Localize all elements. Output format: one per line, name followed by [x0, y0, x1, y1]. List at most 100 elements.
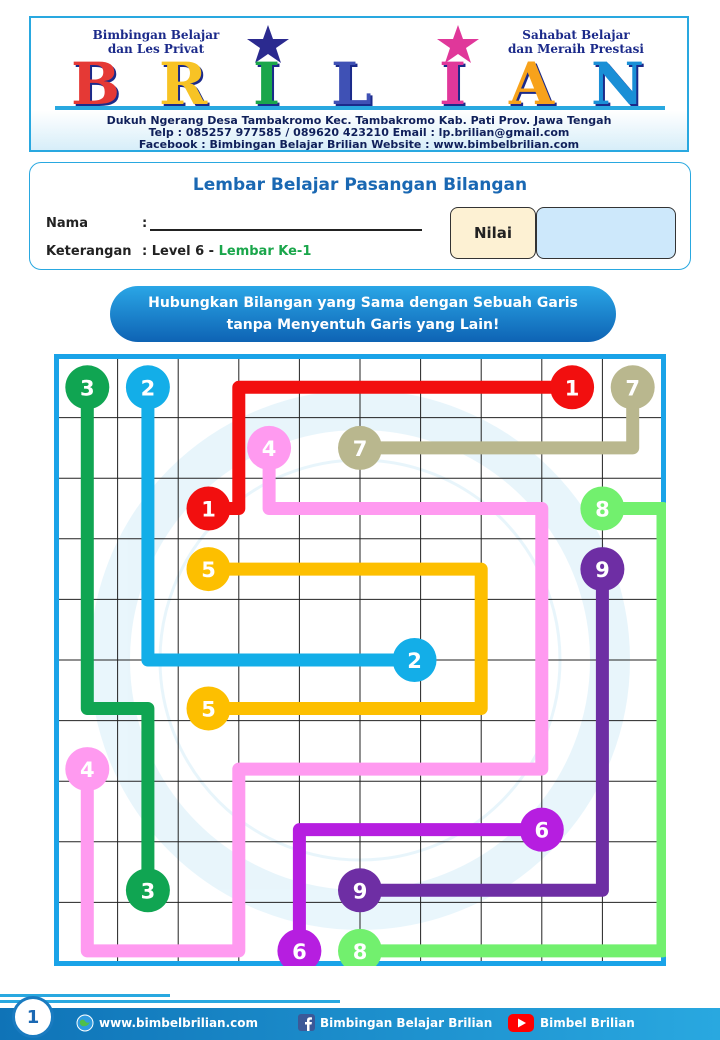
number-node-9[interactable]: 9	[580, 547, 625, 592]
number-node-5[interactable]: 5	[186, 686, 231, 731]
instruction-line1: Hubungkan Bilangan yang Sama dengan Sebu…	[148, 295, 578, 311]
node-number: 6	[292, 940, 307, 964]
node-circle	[277, 928, 322, 966]
brand-letter-a: A	[509, 50, 555, 118]
brand-letter-i2: I	[439, 50, 467, 118]
info-sheet: Lembar Ke-1	[218, 244, 312, 259]
star-icon	[437, 25, 479, 63]
page-title: Lembar Belajar Pasangan Bilangan	[192, 175, 528, 195]
address-text: Dukuh Ngerang Desa Tambakromo Kec. Tamba…	[106, 114, 612, 127]
node-circle	[580, 486, 625, 531]
banner-divider	[55, 106, 665, 110]
node-circle	[338, 425, 382, 470]
number-node-5[interactable]: 5	[186, 547, 231, 592]
number-node-6[interactable]: 6	[277, 928, 322, 966]
path-9	[353, 562, 609, 897]
node-circle	[186, 547, 231, 592]
number-node-8[interactable]: 8	[580, 486, 625, 531]
number-node-6[interactable]: 6	[519, 807, 564, 852]
node-circle	[125, 365, 170, 410]
node-circle	[392, 638, 437, 682]
path-5	[202, 562, 488, 715]
tagline-right: Sahabat Belajar dan Meraih Prestasi	[501, 28, 651, 56]
footer-bar	[0, 1008, 720, 1040]
facebook-icon	[298, 1014, 315, 1031]
tagline-left-line1: Bimbingan Belajar	[92, 28, 220, 42]
contact-text: Telp : 085257 977585 / 089620 423210 Ema…	[148, 126, 570, 139]
path-8	[353, 502, 666, 958]
path-2	[141, 380, 422, 667]
brand-letter-r: R	[159, 50, 208, 118]
node-circle	[186, 686, 231, 731]
node-circle	[186, 486, 231, 531]
brand-letter-l: L	[331, 50, 372, 118]
name-field[interactable]	[150, 229, 422, 231]
node-number: 3	[80, 376, 95, 400]
node-number: 7	[625, 376, 640, 400]
number-node-7[interactable]: 7	[610, 365, 655, 410]
number-nodes: 1 1 2 2 3 3 4 4 5 5 6 6 7 7 8 8 9 9	[65, 365, 655, 966]
instruction-line2: tanpa Menyentuh Garis yang Lain!	[226, 317, 500, 333]
worksheet-info-card: Lembar Belajar Pasangan Bilangan Nama : …	[29, 162, 691, 270]
info-level: : Level 6 -	[142, 244, 219, 259]
node-circle	[519, 807, 564, 852]
node-circle	[125, 868, 170, 913]
node-circle	[580, 547, 625, 592]
path-4	[80, 441, 549, 958]
social-text: Facebook : Bimbingan Belajar Brilian Web…	[138, 138, 580, 151]
footer-facebook-link[interactable]: Bimbingan Belajar Brilian	[320, 1016, 493, 1030]
brand-letter-n: N	[591, 50, 645, 118]
footer-website-link[interactable]: www.bimbelbrilian.com	[99, 1016, 259, 1030]
tagline-left: Bimbingan Belajar dan Les Privat	[81, 28, 231, 56]
score-label: Nilai	[450, 207, 536, 259]
node-number: 4	[262, 437, 277, 461]
footer-youtube-link[interactable]: Bimbel Brilian	[540, 1016, 635, 1030]
brand-letter-b: B	[71, 50, 121, 118]
name-label: Nama	[46, 216, 88, 231]
node-circle	[247, 425, 292, 470]
number-node-1[interactable]: 1	[550, 365, 595, 410]
node-circle	[65, 747, 110, 792]
brand-letter-i: I	[253, 50, 281, 118]
node-number: 9	[353, 879, 368, 903]
footer-stripe	[0, 1000, 340, 1003]
number-node-2[interactable]: 2	[125, 365, 170, 410]
number-node-4[interactable]: 4	[247, 425, 292, 470]
name-colon: :	[142, 216, 148, 231]
number-node-1[interactable]: 1	[186, 486, 231, 531]
number-node-8[interactable]: 8	[338, 928, 382, 966]
number-node-3[interactable]: 3	[65, 365, 110, 410]
node-circle	[550, 365, 595, 410]
puzzle-grid[interactable]: 1 1 2 2 3 3 4 4 5 5 6 6 7 7 8 8 9 9	[54, 354, 666, 966]
number-node-3[interactable]: 3	[125, 868, 170, 913]
node-number: 8	[353, 940, 368, 964]
number-node-7[interactable]: 7	[338, 425, 382, 470]
node-number: 1	[565, 376, 580, 400]
path-3	[80, 380, 155, 897]
number-node-4[interactable]: 4	[65, 747, 110, 792]
footer-stripe	[0, 994, 170, 997]
number-node-9[interactable]: 9	[338, 868, 382, 913]
header-banner: Bimbingan Belajar dan Les Privat Sahabat…	[29, 16, 689, 152]
score-field[interactable]	[536, 207, 676, 259]
node-number: 5	[201, 558, 216, 582]
node-circle	[610, 365, 655, 410]
node-number: 8	[595, 498, 610, 522]
globe-icon	[76, 1014, 94, 1032]
tagline-left-line2: dan Les Privat	[107, 42, 205, 56]
node-circle	[338, 928, 382, 966]
node-number: 5	[201, 697, 216, 721]
node-number: 9	[595, 558, 610, 582]
info-value: : Level 6 - Lembar Ke-1	[142, 244, 311, 259]
page-number: 1	[12, 996, 54, 1038]
node-number: 3	[141, 879, 156, 903]
node-circle	[338, 868, 382, 913]
star-icon	[247, 25, 289, 63]
tagline-right-line1: Sahabat Belajar	[522, 28, 630, 42]
node-number: 6	[534, 819, 549, 843]
path-6	[292, 823, 549, 958]
number-node-2[interactable]: 2	[392, 638, 437, 682]
instruction-banner: Hubungkan Bilangan yang Sama dengan Sebu…	[110, 286, 616, 342]
node-number: 7	[353, 437, 368, 461]
node-number: 1	[201, 498, 216, 522]
